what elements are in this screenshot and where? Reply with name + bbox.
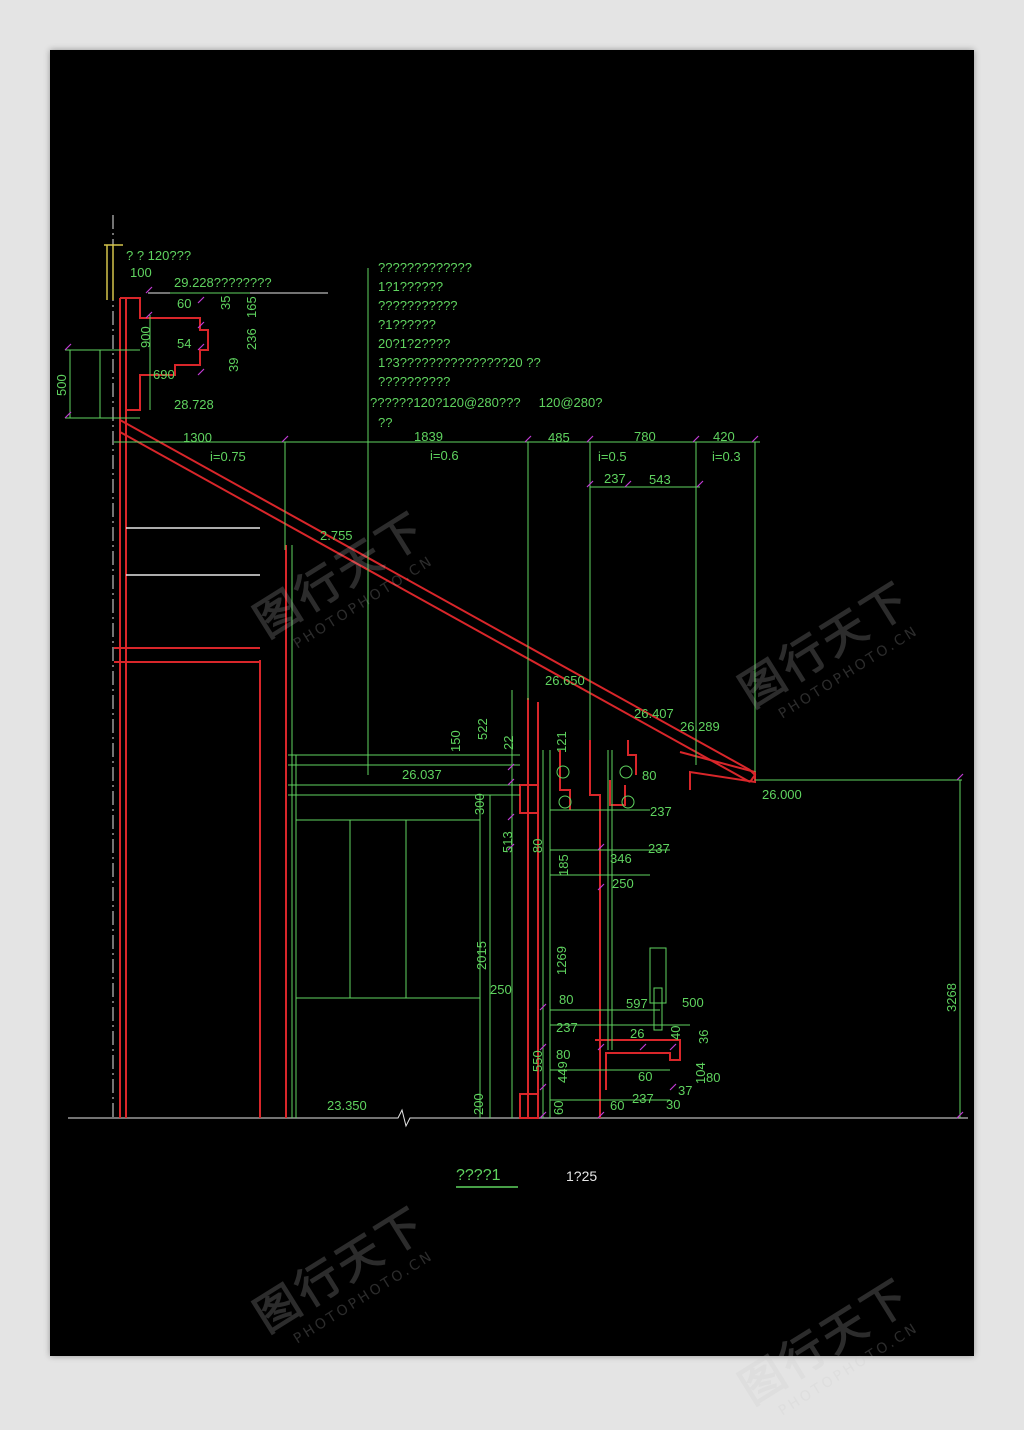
note-line: 1?1?????? [378, 279, 443, 294]
dim-label: 22 [501, 736, 516, 750]
dim-label: 100 [130, 265, 152, 280]
note-line: 1?3???????????????20 ?? [378, 355, 541, 370]
note-line: ??????????? [378, 298, 458, 313]
dim-label: 185 [556, 854, 571, 876]
dim-label: 250 [612, 876, 634, 891]
drawing-scale: 1?25 [566, 1168, 597, 1184]
dim-label: 80 [556, 1047, 570, 1062]
dim-label: 35 [218, 296, 233, 310]
dim-label: 60 [551, 1101, 566, 1115]
dim-label: 39 [226, 358, 241, 372]
note-line: 20?1?2???? [378, 336, 450, 351]
dim-label: 36 [696, 1030, 711, 1044]
top-labels: ? ? 120??? 100 29.228???????? 60 35 165 … [54, 248, 272, 412]
drawing-title: ????1 [456, 1167, 501, 1184]
dim-label: 60 [610, 1098, 624, 1113]
dim-label: 237 [556, 1020, 578, 1035]
dim-label: 60 [177, 296, 191, 311]
elevation-label: 28.728 [174, 397, 214, 412]
dim-label: 1839 [414, 429, 443, 444]
white-bars [126, 527, 260, 576]
dim-label: 80 [559, 992, 573, 1007]
dim-label: 2.755 [320, 528, 353, 543]
note-line: ?? [378, 415, 392, 430]
note-line: ????????????? [378, 260, 472, 275]
drawing-sheet: ????????????? 1?1?????? ??????????? ?1??… [50, 50, 974, 1356]
dim-label: 54 [177, 336, 191, 351]
slope-label: i=0.3 [712, 449, 741, 464]
rail-label: ? ? 120??? [126, 248, 191, 263]
dim-label: 80 [530, 839, 545, 853]
elevation-label: 29.228???????? [174, 275, 272, 290]
elevation-label: 26.650 [545, 673, 585, 688]
slope-label: i=0.5 [598, 449, 627, 464]
dim-label: 37 [678, 1083, 692, 1098]
elevation-label: 23.350 [327, 1098, 367, 1113]
notes-block: ????????????? 1?1?????? ??????????? ?1??… [370, 260, 602, 430]
dim-label: 690 [153, 367, 175, 382]
dim-label: 2015 [474, 941, 489, 970]
dim-label: 597 [626, 996, 648, 1011]
dim-label: 40 [668, 1026, 683, 1040]
elevation-label: 26.000 [762, 787, 802, 802]
elevations: 26.650 26.407 26.289 26.037 26.000 23.35… [327, 673, 802, 1113]
dim-label: 780 [634, 429, 656, 444]
dim-label: 522 [475, 718, 490, 740]
dim-label: 80 [706, 1070, 720, 1085]
dim-label: 550 [530, 1050, 545, 1072]
elevation-label: 26.407 [634, 706, 674, 721]
dim-label: 237 [604, 471, 626, 486]
dim-label: 500 [682, 995, 704, 1010]
dim-label: 543 [649, 472, 671, 487]
slope-label: i=0.75 [210, 449, 246, 464]
dim-label: 165 [244, 296, 259, 318]
dim-label: 60 [638, 1069, 652, 1084]
dim-label: 449 [555, 1061, 570, 1083]
dim-label: 26 [630, 1026, 644, 1041]
dim-label: 237 [648, 841, 670, 856]
bracket-dims: 150 522 22 121 80 300 237 513 80 237 185… [448, 718, 959, 1115]
dim-label: 237 [650, 804, 672, 819]
dim-label: 513 [500, 831, 515, 853]
slope-dims: 1300 i=0.75 1839 i=0.6 485 780 i=0.5 420… [183, 429, 741, 543]
dim-label: 500 [54, 374, 69, 396]
dim-label: 346 [610, 851, 632, 866]
ground-line [68, 1108, 968, 1128]
dim-label: 237 [632, 1091, 654, 1106]
rail-yellow [104, 244, 123, 300]
dimension-markers [64, 286, 964, 1119]
dim-label: 3268 [944, 983, 959, 1012]
dim-label: 80 [642, 768, 656, 783]
cad-section-drawing: ????????????? 1?1?????? ??????????? ?1??… [54, 215, 968, 1188]
dim-label: 420 [713, 429, 735, 444]
dim-label: 250 [490, 982, 512, 997]
dim-label: 104 [693, 1062, 708, 1084]
slope-label: i=0.6 [430, 448, 459, 463]
note-line: ??????120?120@280??? 120@280? [370, 395, 602, 410]
dim-label: 121 [554, 731, 569, 753]
dim-label: 1269 [554, 946, 569, 975]
dim-label: 300 [472, 793, 487, 815]
dim-label: 485 [548, 430, 570, 445]
note-line: ?????????? [378, 374, 450, 389]
dim-label: 200 [471, 1093, 486, 1115]
dim-label: 900 [138, 326, 153, 348]
structure-green [65, 268, 962, 1118]
dim-label: 150 [448, 730, 463, 752]
dim-label: 236 [244, 328, 259, 350]
elevation-label: 26.037 [402, 767, 442, 782]
elevation-label: 26.289 [680, 719, 720, 734]
note-line: ?1?????? [378, 317, 436, 332]
dim-label: 1300 [183, 430, 212, 445]
dim-label: 30 [666, 1097, 680, 1112]
